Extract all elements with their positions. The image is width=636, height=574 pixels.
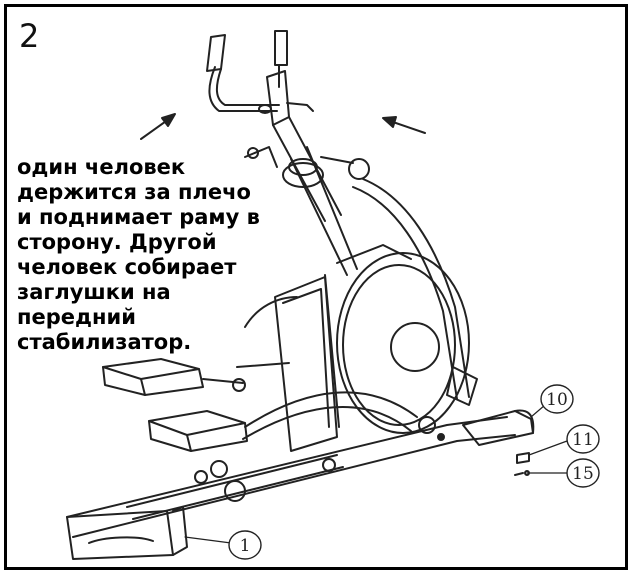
instruction-line: один человек — [17, 155, 186, 179]
instruction-line: сторону. Другой — [17, 230, 217, 254]
callout-leaders — [184, 404, 568, 544]
callout-15: 15 — [566, 458, 600, 488]
instruction-line: человек собирает — [17, 255, 237, 279]
svg-text:15: 15 — [572, 464, 594, 484]
upper-pedal — [102, 358, 246, 396]
elliptical-trainer-illustration — [66, 30, 568, 560]
figure-frame: 2 один человек держится за плечо и подни… — [4, 4, 628, 570]
callout-11: 11 — [566, 424, 600, 454]
front-stabilizer — [462, 409, 535, 446]
callout-layer: 10 11 15 1 — [228, 384, 600, 560]
arrow-left-icon — [140, 113, 176, 140]
swing-arm — [352, 178, 478, 406]
svg-text:1: 1 — [240, 536, 251, 556]
main-frame — [236, 276, 338, 452]
upright-column — [244, 116, 370, 276]
lower-pedal — [148, 391, 436, 452]
instruction-line: стабилизатор. — [17, 330, 192, 354]
instruction-line: и поднимает раму в — [17, 205, 260, 229]
base-rail — [66, 416, 516, 560]
arrow-right-icon — [382, 116, 426, 134]
instruction-line: передний — [17, 305, 136, 329]
instruction-line: заглушки на — [17, 280, 171, 304]
svg-text:10: 10 — [546, 390, 568, 410]
step-number: 2 — [19, 17, 40, 55]
instruction-line: держится за плечо — [17, 180, 251, 204]
instruction-text: один человек держится за плечо и поднима… — [17, 155, 277, 355]
callout-10: 10 — [540, 384, 574, 414]
callout-1: 1 — [228, 530, 262, 560]
end-cap-part — [516, 452, 530, 464]
svg-text:11: 11 — [572, 430, 594, 450]
